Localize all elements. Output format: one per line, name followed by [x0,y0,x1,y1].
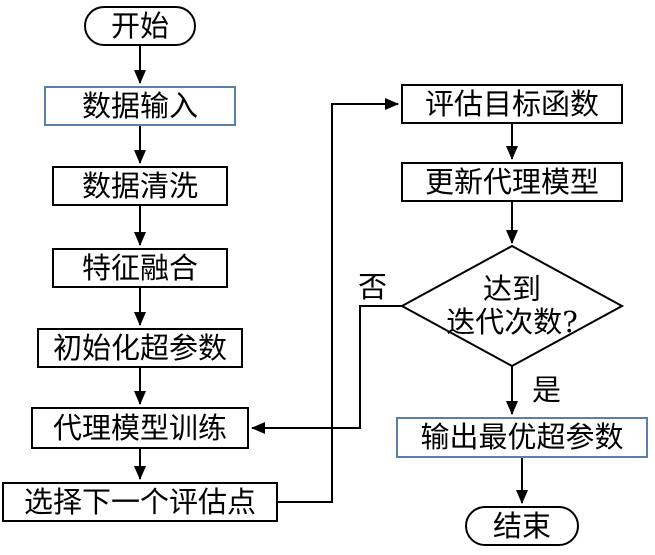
yes-branch-label: 是 [532,373,562,407]
select-next-point-node: 选择下一个评估点 [2,482,278,522]
output-best-node: 输出最优超参数 [396,417,648,458]
start-node: 开始 [84,6,196,46]
data-input-node: 数据输入 [44,86,236,126]
data-clean-node: 数据清洗 [52,166,228,206]
evaluate-objective-node: 评估目标函数 [401,84,623,124]
iteration-check-label: 达到 迭代次数? [422,273,602,339]
init-hyperparams-node: 初始化超参数 [37,328,243,368]
iteration-check-line2: 迭代次数? [446,305,578,339]
iteration-check-line1: 达到 [482,272,541,306]
update-surrogate-node: 更新代理模型 [401,162,623,202]
arrow-no-branch-to-surrogate-training [251,305,402,434]
feature-fusion-node: 特征融合 [52,248,228,288]
surrogate-training-node: 代理模型训练 [31,407,249,449]
no-branch-label: 否 [358,270,388,304]
end-node: 结束 [465,506,579,546]
